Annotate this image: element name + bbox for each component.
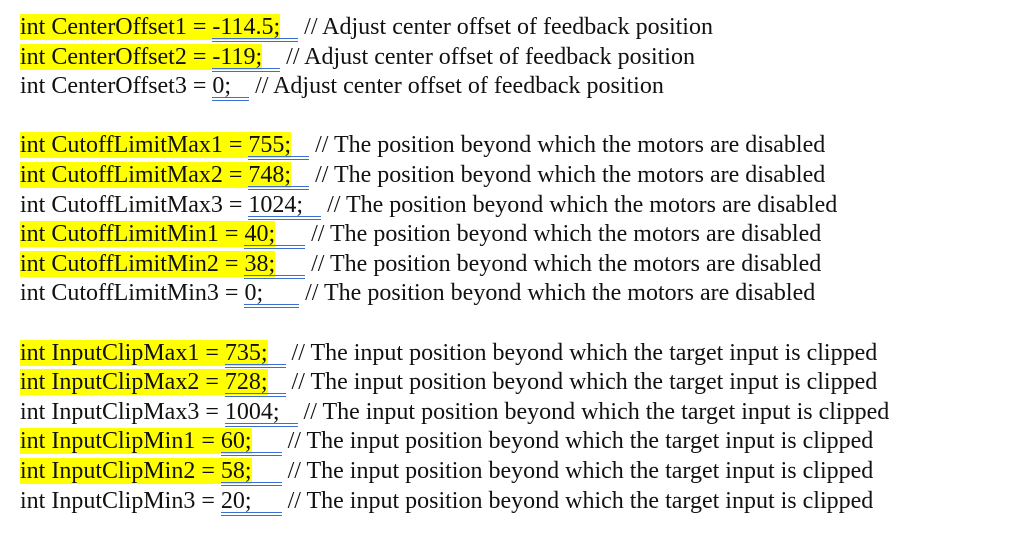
comment-text: // The position beyond which the motors … (327, 191, 838, 218)
value-text: 38; (244, 250, 276, 277)
declaration-text: int InputClipMin3 = (20, 487, 221, 514)
value-text: 60; (220, 428, 252, 455)
code-line-cutoff-limit-max-1[interactable]: int CutoffLimitMax1 = 755; // The positi… (20, 131, 1005, 161)
declaration-text: int CutoffLimitMax3 = (20, 191, 249, 218)
declaration-text: int InputClipMax3 = (20, 398, 225, 425)
comment-text: // The position beyond which the motors … (311, 250, 822, 277)
highlighted-declaration: int CenterOffset1 = -114.5; (20, 14, 281, 42)
declaration-text: int InputClipMax1 = (20, 339, 225, 366)
code-line-input-clip-min-3[interactable]: int InputClipMin3 = 20; // The input pos… (20, 487, 1005, 517)
value-underlined: -119; (212, 43, 263, 72)
value-text: 735; (224, 339, 268, 366)
value-underlined: 0; (212, 73, 249, 102)
value-underlined: 735; (224, 339, 268, 368)
comment-text: // The position beyond which the motors … (315, 132, 826, 159)
value-padding (251, 428, 282, 457)
comment-text: // The input position beyond which the t… (303, 398, 890, 425)
comment-text: // Adjust center offset of feedback posi… (286, 43, 695, 70)
blank-line (20, 309, 1005, 339)
blank-line (20, 102, 1005, 132)
value-text: 20; (220, 487, 252, 514)
value-padding (267, 369, 286, 398)
comment-text: // The position beyond which the motors … (311, 221, 822, 248)
code-line-cutoff-limit-min-1[interactable]: int CutoffLimitMin1 = 40; // The positio… (20, 220, 1005, 250)
declaration-text: int InputClipMax2 = (20, 369, 225, 396)
value-padding (291, 132, 310, 161)
comment-text: // The input position beyond which the t… (287, 487, 874, 514)
declaration-text: int CutoffLimitMax2 = (20, 161, 249, 188)
value-text: 40; (244, 221, 276, 248)
document-body: int CenterOffset1 = -114.5; // Adjust ce… (20, 13, 1005, 516)
value-padding (267, 340, 286, 368)
declaration-text: int CutoffLimitMin2 = (20, 250, 245, 277)
value-text: 748; (248, 161, 292, 188)
value-underlined: 755; (248, 132, 292, 161)
value-underlined: 1004; (224, 398, 298, 427)
value-padding (275, 221, 306, 250)
code-line-input-clip-min-1[interactable]: int InputClipMin1 = 60; // The input pos… (20, 427, 1005, 457)
comment-text: // The input position beyond which the t… (287, 428, 874, 455)
value-text: 0; (244, 280, 264, 307)
code-line-cutoff-limit-min-2[interactable]: int CutoffLimitMin2 = 38; // The positio… (20, 250, 1005, 280)
value-padding (275, 251, 306, 279)
declaration-text: int CutoffLimitMin1 = (20, 221, 245, 248)
code-line-input-clip-min-2[interactable]: int InputClipMin2 = 58; // The input pos… (20, 457, 1005, 487)
value-underlined: 1024; (248, 191, 321, 220)
comment-text: // The input position beyond which the t… (287, 457, 874, 484)
comment-text: // The position beyond which the motors … (305, 280, 816, 307)
declaration-text: int InputClipMin2 = (20, 457, 221, 484)
value-text: 58; (220, 457, 252, 484)
code-line-center-offset-2[interactable]: int CenterOffset2 = -119; // Adjust cent… (20, 43, 1005, 73)
highlighted-declaration: int CutoffLimitMin1 = 40; (20, 221, 276, 250)
value-text: 1024; (248, 191, 304, 218)
comment-text: // The input position beyond which the t… (291, 369, 878, 396)
comment-text: // The input position beyond which the t… (291, 339, 878, 366)
value-text: 1004; (224, 398, 280, 425)
value-underlined: 748; (248, 161, 292, 190)
code-line-cutoff-limit-max-3[interactable]: int CutoffLimitMax3 = 1024; // The posit… (20, 191, 1005, 221)
value-padding (262, 44, 281, 72)
value-underlined: 40; (244, 221, 276, 250)
code-line-input-clip-max-3[interactable]: int InputClipMax3 = 1004; // The input p… (20, 398, 1005, 428)
code-line-cutoff-limit-min-3[interactable]: int CutoffLimitMin3 = 0; // The position… (20, 279, 1005, 309)
value-padding (251, 458, 282, 486)
declaration-text: int InputClipMin1 = (20, 428, 221, 455)
comment-text: // Adjust center offset of feedback posi… (255, 73, 664, 100)
value-underlined: 728; (224, 369, 268, 398)
highlighted-declaration: int InputClipMax2 = 728; (20, 369, 268, 398)
value-underlined: 20; (220, 487, 282, 516)
value-underlined: 60; (220, 428, 252, 457)
value-text: 0; (212, 73, 232, 100)
value-underlined: 0; (244, 280, 299, 309)
code-line-center-offset-3[interactable]: int CenterOffset3 = 0; // Adjust center … (20, 72, 1005, 102)
declaration-text: int CutoffLimitMax1 = (20, 132, 249, 159)
declaration-text: int CenterOffset2 = (20, 43, 213, 70)
comment-text: // The position beyond which the motors … (315, 161, 826, 188)
comment-text: // Adjust center offset of feedback posi… (304, 14, 713, 40)
highlighted-declaration: int CutoffLimitMax1 = 755; (20, 132, 292, 161)
code-line-cutoff-limit-max-2[interactable]: int CutoffLimitMax2 = 748; // The positi… (20, 161, 1005, 191)
code-line-center-offset-1[interactable]: int CenterOffset1 = -114.5; // Adjust ce… (20, 13, 1005, 43)
declaration-text: int CutoffLimitMin3 = (20, 280, 245, 307)
highlighted-declaration: int InputClipMin1 = 60; (20, 428, 252, 457)
value-underlined: 58; (220, 457, 252, 486)
declaration-text: int CenterOffset1 = (20, 14, 213, 40)
value-underlined: 38; (244, 250, 276, 279)
highlighted-declaration: int InputClipMin2 = 58; (20, 457, 252, 486)
value-text: 755; (248, 132, 292, 159)
highlighted-declaration: int CenterOffset2 = -119; (20, 43, 263, 72)
highlighted-declaration: int InputClipMax1 = 735; (20, 339, 268, 368)
value-text: 728; (224, 369, 268, 396)
declaration-text: int CenterOffset3 = (20, 73, 213, 100)
highlighted-declaration: int CutoffLimitMin2 = 38; (20, 250, 276, 279)
value-underlined: -114.5; (212, 14, 281, 42)
code-line-input-clip-max-2[interactable]: int InputClipMax2 = 728; // The input po… (20, 368, 1005, 398)
highlighted-declaration: int CutoffLimitMax2 = 748; (20, 161, 292, 190)
code-line-input-clip-max-1[interactable]: int InputClipMax1 = 735; // The input po… (20, 339, 1005, 369)
value-text: -119; (212, 43, 263, 70)
value-text: -114.5; (212, 14, 281, 40)
value-padding (280, 14, 299, 42)
value-padding (291, 162, 310, 190)
